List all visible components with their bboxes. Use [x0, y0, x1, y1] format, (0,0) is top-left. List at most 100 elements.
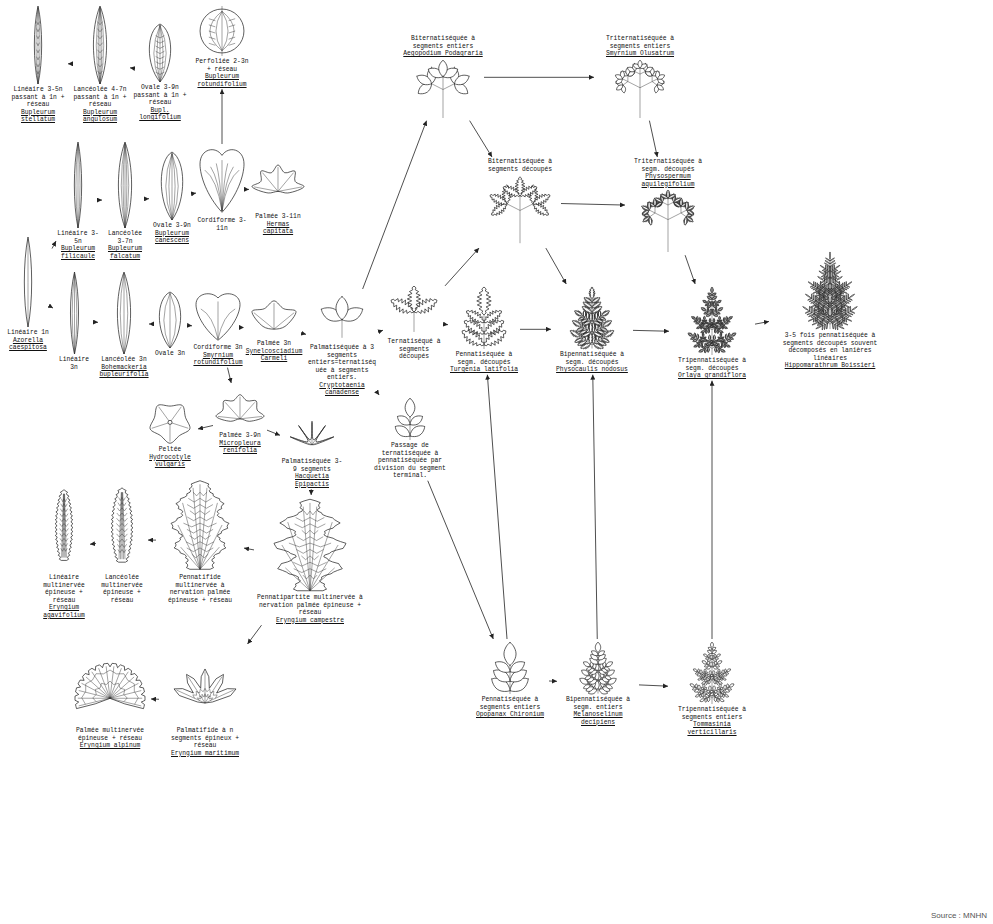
leaf-outline — [707, 347, 710, 352]
leaf-vein — [110, 691, 141, 699]
leaf-outline — [595, 642, 600, 653]
leaf-outline — [842, 283, 844, 288]
leaf-drawing — [251, 291, 297, 339]
leaf-outline — [714, 677, 717, 679]
leaf-vein — [294, 569, 327, 573]
leaf-node: Ovale 3-9n passant à 1n + réseauBupl. lo… — [133, 22, 187, 122]
leaf-outline — [714, 347, 717, 352]
leaf-node: Tripennatiséquée à segm. découpésOrlaya … — [670, 285, 754, 380]
leaf-vein — [60, 514, 68, 517]
leaf-outline — [820, 265, 824, 268]
leaf-figure — [274, 499, 346, 590]
leaf-outline — [604, 667, 609, 670]
leaf-vein — [292, 437, 312, 444]
leaf-outline — [835, 265, 839, 268]
evolution-arrow — [248, 189, 249, 190]
leaf-outline — [692, 316, 696, 319]
leaf-vein — [117, 518, 128, 521]
leaf-outline — [601, 338, 609, 343]
leaf-outline — [705, 304, 709, 306]
leaf-outline — [711, 642, 714, 648]
leaf-outline — [822, 325, 824, 330]
leaf-vein — [652, 81, 657, 85]
leaf-figure — [74, 142, 81, 228]
leaf-outline — [847, 307, 849, 313]
leaf-outline — [723, 678, 726, 680]
leaf-outline — [707, 296, 712, 300]
leaf-drawing — [390, 397, 430, 441]
leaf-figure — [391, 286, 437, 332]
leaf-caption: Palmée multinervée épineuse + réseau — [70, 727, 150, 742]
leaf-outline — [810, 285, 814, 287]
leaf-drawing — [640, 189, 696, 253]
leaf-vein — [37, 71, 40, 74]
leaf-outline — [572, 320, 581, 326]
leaf-vein — [668, 199, 669, 206]
leaf-vein — [117, 508, 126, 511]
leaf-outline — [816, 295, 820, 297]
leaf-outline — [701, 308, 706, 312]
leaf-caption: 3-5 fois pennatiséquée à segments découp… — [770, 332, 890, 362]
leaf-outline — [701, 343, 703, 347]
leaf-caption: Tripennatiséquée à segments entiers — [669, 706, 755, 721]
leaf-figure — [111, 488, 133, 562]
leaf-vein — [60, 543, 67, 546]
leaf-vein — [116, 523, 127, 526]
leaf-outline — [117, 272, 130, 354]
leaf-outline — [811, 317, 814, 319]
leaf-vein — [222, 6, 223, 56]
leaf-outline — [824, 324, 826, 329]
leaf-figure — [642, 190, 695, 252]
evolution-arrow — [244, 548, 254, 550]
leaf-figure — [24, 237, 31, 327]
leaf-vein — [310, 503, 311, 591]
leaf-vein — [156, 46, 165, 48]
leaf-vein — [37, 43, 40, 46]
leaf-outline — [150, 405, 190, 443]
leaf-outline — [34, 6, 41, 84]
leaf-node: Palmée multinervée épineuse + réseauEryn… — [70, 645, 150, 750]
leaf-figure — [580, 642, 617, 694]
leaf-vein — [76, 144, 78, 228]
leaf-outline — [842, 317, 844, 322]
leaf-outline — [844, 303, 847, 305]
leaf-vein — [97, 57, 102, 60]
leaf-vein — [170, 293, 171, 348]
leaf-outline — [705, 674, 708, 676]
leaf-outline — [690, 684, 695, 687]
leaf-outline — [705, 698, 707, 702]
leaf-vein — [78, 698, 110, 699]
leaf-outline — [666, 190, 670, 198]
leaf-outline — [833, 276, 838, 278]
leaf-outline — [828, 301, 832, 303]
leaf-vein — [193, 492, 207, 496]
leaf-vein — [118, 503, 126, 506]
leaf-outline — [704, 349, 706, 353]
leaf-outline — [817, 312, 822, 314]
leaf-caption: Palmatifide à n segments épineux + résea… — [160, 727, 250, 750]
leaf-caption: Linéaire 3n — [54, 356, 94, 371]
leaf-vein — [124, 274, 128, 354]
species-name: Eryngium maritimum — [160, 750, 250, 758]
leaf-vein — [432, 83, 443, 89]
leaf-outline — [111, 488, 133, 562]
leaf-caption: Palmatiséquée à 3 segments entiers=terna… — [307, 344, 377, 382]
leaf-outline — [698, 678, 701, 680]
leaf-outline — [713, 686, 716, 691]
leaf-outline — [723, 317, 725, 322]
leaf-drawing — [682, 286, 742, 356]
evolution-arrow — [195, 193, 196, 194]
evolution-arrow — [428, 481, 494, 639]
evolution-arrow — [378, 330, 383, 332]
leaf-vein — [652, 78, 657, 81]
leaf-outline — [837, 320, 839, 325]
leaf-outline — [718, 308, 723, 312]
leaf-outline — [833, 296, 835, 300]
leaf-outline — [492, 203, 507, 215]
leaf-outline — [397, 416, 410, 425]
leaf-outline — [75, 663, 145, 708]
leaf-vein — [60, 524, 69, 527]
leaf-drawing — [145, 23, 175, 83]
leaf-outline — [726, 345, 730, 348]
leaf-caption: Lancéolée 3-7n — [103, 230, 147, 245]
